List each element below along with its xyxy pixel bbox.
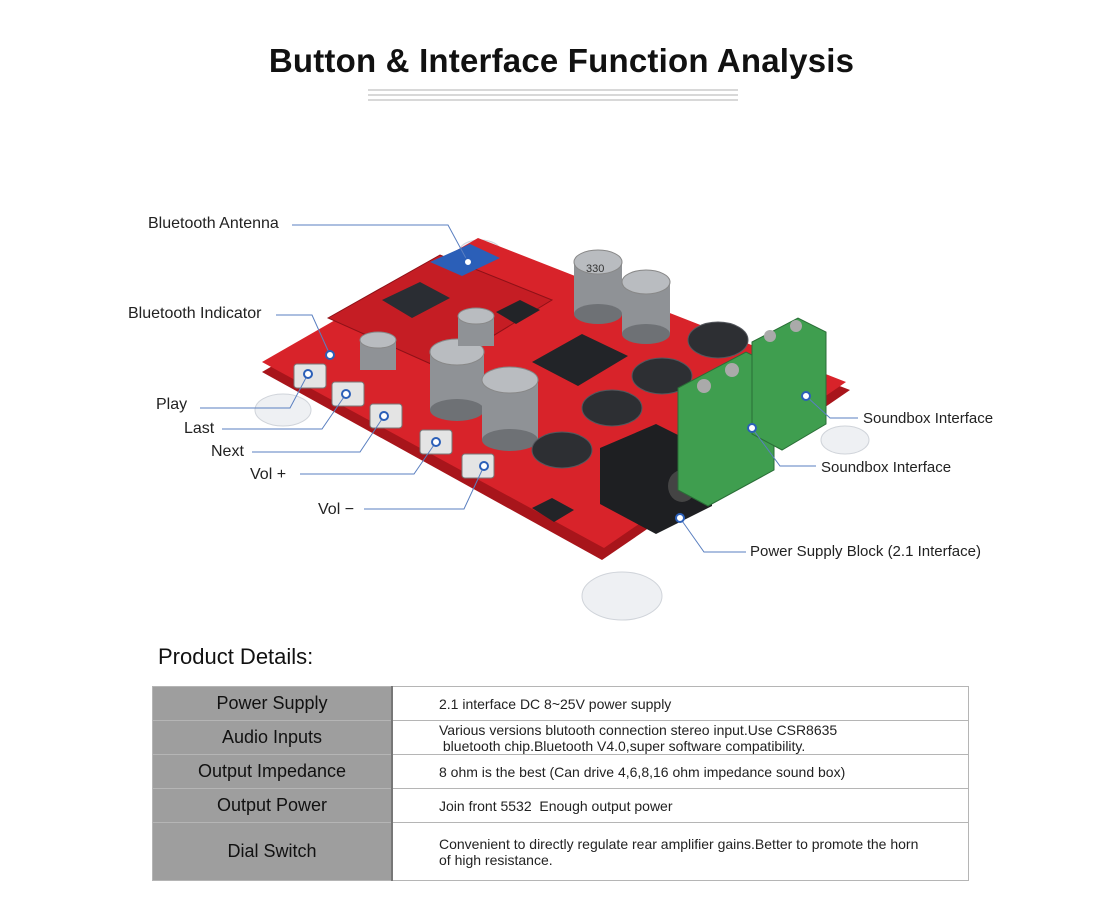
spec-key: Power Supply — [152, 686, 393, 721]
speaker-terminal — [751, 317, 827, 451]
inductor — [631, 357, 693, 395]
capacitor — [457, 307, 495, 346]
inductor — [687, 321, 749, 359]
table-row: Audio Inputs Various versions blutooth c… — [152, 720, 969, 755]
capacitor — [573, 249, 623, 324]
callout-last: Last — [184, 420, 215, 437]
spec-key: Output Impedance — [152, 754, 393, 789]
speaker-terminal — [677, 351, 775, 507]
callout-bluetooth-indicator: Bluetooth Indicator — [128, 305, 262, 322]
board-diagram: 330 — [200, 224, 870, 621]
spec-value: 2.1 interface DC 8~25V power supply — [391, 686, 969, 721]
capacitor-label: 330 — [586, 263, 604, 275]
product-details-table: Power Supply 2.1 interface DC 8~25V powe… — [152, 686, 969, 881]
inductor — [581, 389, 643, 427]
table-row: Output Power Join front 5532 Enough outp… — [152, 788, 969, 823]
callout-play: Play — [156, 396, 188, 413]
spec-value-line: Various versions blutooth connection ste… — [439, 721, 838, 738]
suction-foot — [254, 393, 312, 427]
page-title: Button & Interface Function Analysis — [268, 42, 855, 79]
spec-value-line: Convenient to directly regulate rear amp… — [439, 835, 919, 852]
spec-value: 8 ohm is the best (Can drive 4,6,8,16 oh… — [391, 754, 969, 789]
spec-key: Audio Inputs — [152, 720, 393, 755]
callout-vol-plus: Vol + — [250, 466, 287, 483]
inductor — [531, 431, 593, 469]
small-chip — [532, 498, 574, 522]
table-row: Output Impedance 8 ohm is the best (Can … — [152, 754, 969, 789]
callout-soundbox-interface-1: Soundbox Interface — [863, 410, 994, 427]
callout-next: Next — [211, 443, 244, 460]
suction-foot — [581, 571, 663, 621]
suction-foot — [820, 425, 870, 455]
subtitle-decoration — [368, 89, 738, 103]
spec-key: Output Power — [152, 788, 393, 823]
table-row: Dial Switch Convenient to directly regul… — [152, 822, 969, 881]
spec-value: Convenient to directly regulate rear amp… — [391, 822, 969, 881]
table-row: Power Supply 2.1 interface DC 8~25V powe… — [152, 686, 969, 721]
spec-key: Dial Switch — [152, 822, 393, 881]
product-details-heading: Product Details: — [158, 644, 314, 669]
spec-value: Various versions blutooth connection ste… — [391, 720, 969, 755]
callout-soundbox-interface-2: Soundbox Interface — [821, 459, 952, 476]
capacitor — [481, 366, 539, 451]
bluetooth-chip — [382, 282, 450, 318]
inductors — [531, 321, 749, 469]
capacitor — [359, 331, 397, 370]
callout-lines — [200, 224, 858, 553]
amplifier-chip — [532, 334, 628, 386]
callout-vol-minus: Vol − — [318, 501, 355, 518]
capacitor — [429, 338, 485, 421]
vol-minus-button[interactable] — [461, 453, 495, 479]
capacitor — [621, 269, 671, 344]
spec-value-line: of high resistance. — [439, 851, 553, 868]
callout-dots — [303, 257, 811, 523]
callout-power-supply-block: Power Supply Block (2.1 Interface) — [750, 543, 981, 560]
small-chip — [496, 300, 540, 324]
spec-value: Join front 5532 Enough output power — [391, 788, 969, 823]
spec-value-line: bluetooth chip.Bluetooth V4.0,super soft… — [439, 737, 806, 754]
callout-bluetooth-antenna: Bluetooth Antenna — [148, 215, 279, 232]
